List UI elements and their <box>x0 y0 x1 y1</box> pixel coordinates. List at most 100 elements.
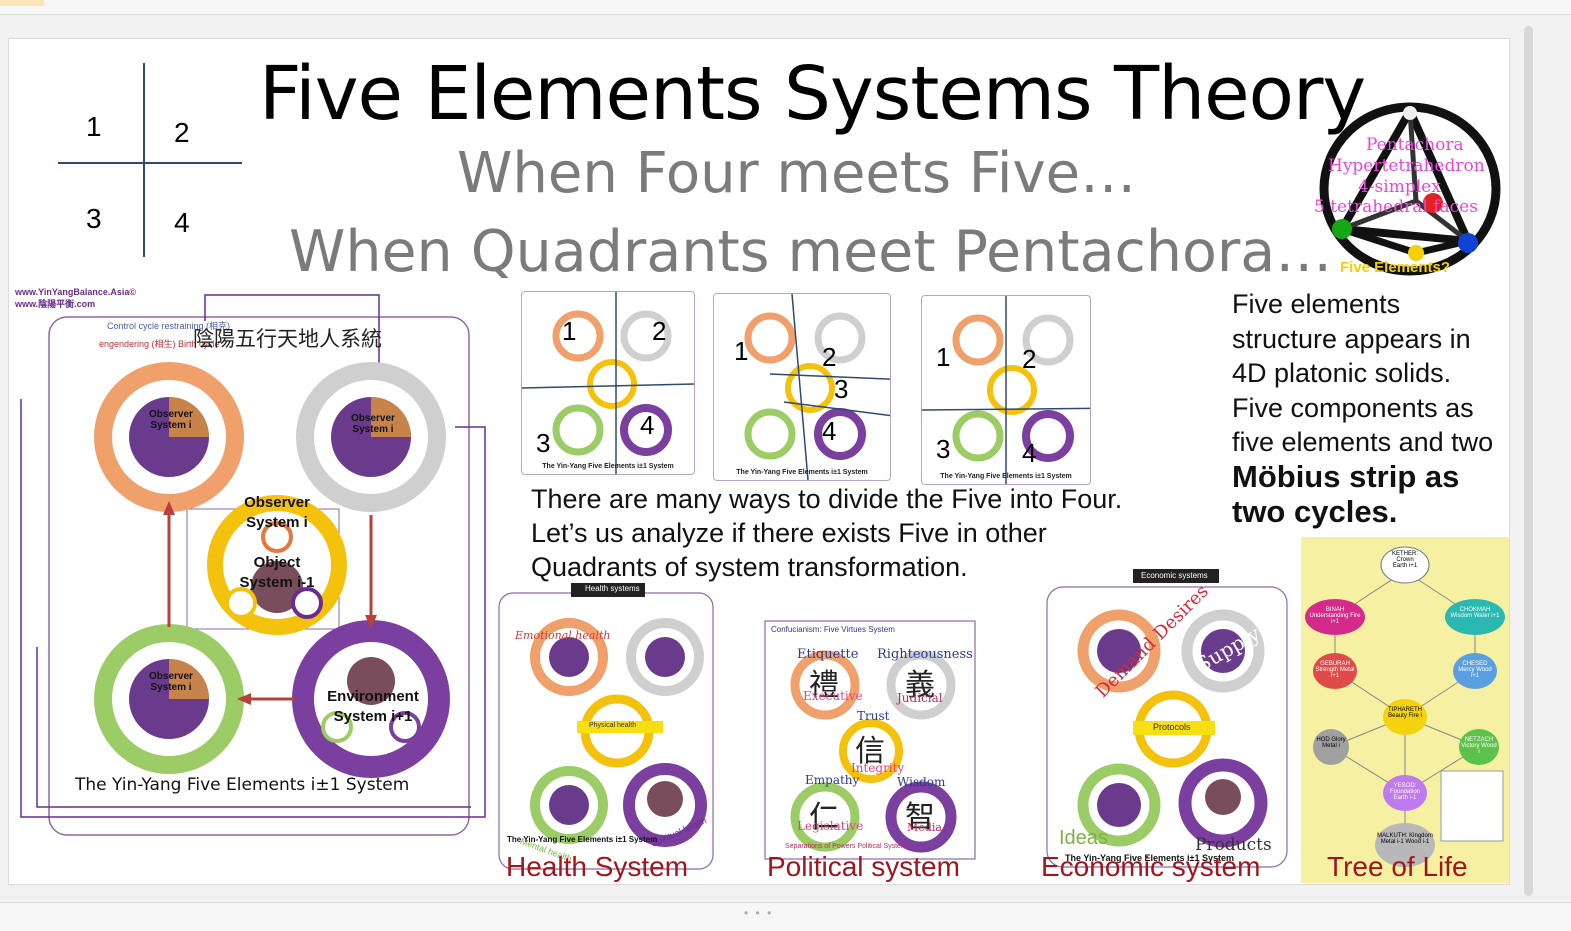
pentachora-label-1: Pentachora <box>1366 135 1464 155</box>
pentachora-image: Pentachora Hypertetrahedron 4-simplex 5 … <box>1312 101 1504 279</box>
tree-of-life-diagram: KETHER: Crown Earth i+1 BINAH Understand… <box>1301 537 1509 883</box>
political-system-diagram: 禮 義 信 仁 智 Confucianism: Five Virtues Sys… <box>747 591 987 871</box>
tree-malkuth: MALKUTH: Kingdom Metal i-1 Wood i-1 <box>1377 833 1433 845</box>
health-emotional-label: Emotional health <box>515 629 611 642</box>
economic-footer: The Yin-Yang Five Elements i±1 System <box>1065 853 1235 863</box>
caption-health-system: Health System <box>506 851 689 882</box>
observer-label-center: Observer System i <box>244 494 310 531</box>
mini-diagram-3: 1 2 3 4 The Yin-Yang Five Elements i±1 S… <box>921 295 1127 485</box>
mini-2-num-4: 4 <box>822 416 837 446</box>
mini-1-num-2: 2 <box>652 316 667 346</box>
slide-subtitle-2: When Quadrants meet Pentachora… <box>289 219 1333 285</box>
economic-system-diagram: Economic systems Demand Desires Supply P… <box>1027 565 1297 871</box>
mini-1-num-4: 4 <box>640 410 655 440</box>
center-text-line-1: There are many ways to divide the Five i… <box>531 484 1123 514</box>
political-system-graphic: 禮 義 信 仁 智 <box>764 620 976 860</box>
tree-geburah: GEBURAH Strength Metal i+1 <box>1315 661 1355 679</box>
slide-canvas: Five Elements Systems Theory When Four m… <box>8 38 1510 885</box>
mini-diagram-2-graphic <box>744 293 911 481</box>
observer-label-tl: Observer System i <box>149 409 193 431</box>
quadrant-number-1: 1 <box>86 111 102 142</box>
main-diagram-graphic <box>20 294 486 836</box>
mini-diagram-3-graphic <box>921 296 1127 484</box>
tree-chokmah: CHOKMAH Wisdom Water i+1 <box>1450 607 1500 619</box>
svg-text:信: 信 <box>855 734 885 769</box>
political-righteousness: Righteousness <box>877 647 973 662</box>
political-trust: Trust <box>857 709 890 723</box>
main-diagram-footer: The Yin-Yang Five Elements i±1 System <box>75 775 410 795</box>
quadrant-number-3: 3 <box>86 203 102 234</box>
mini-3-num-2: 2 <box>1022 344 1037 374</box>
environment-label: Environment System i+1 <box>327 688 419 725</box>
political-judicial: Judicial <box>897 691 943 705</box>
economic-system-graphic <box>1046 569 1288 868</box>
political-footer: Separations of Powers Political System <box>785 843 907 850</box>
mini-2-num-3: 3 <box>834 374 849 404</box>
mini-3-num-4: 4 <box>1022 438 1037 468</box>
tree-yesod: YESOD: Foundation Earth i-1 <box>1389 783 1421 801</box>
svg-text:義: 義 <box>905 668 935 703</box>
vertical-scrollbar[interactable] <box>1524 26 1533 896</box>
mini-2-num-1: 1 <box>734 336 749 366</box>
political-legislative: Legislative <box>797 819 864 833</box>
economic-protocols-label: Protocols <box>1153 722 1191 732</box>
tree-of-life-graphic <box>1305 546 1505 867</box>
mini-3-num-3: 3 <box>936 434 951 464</box>
mini-1-footer: The Yin-Yang Five Elements i±1 System <box>542 463 674 470</box>
main-legend-birth: engendering (相生) Birth cycle <box>99 339 220 349</box>
economic-top-label: Economic systems <box>1141 571 1208 580</box>
mini-diagram-2: 1 2 3 4 The Yin-Yang Five Elements i±1 S… <box>713 293 911 481</box>
caption-economic-system: Economic system <box>1041 851 1261 882</box>
observer-label-bl: Observer System i <box>149 671 193 693</box>
center-text-line-3: Quadrants of system transformation. <box>531 552 968 582</box>
pentachora-label-2: Hypertetrahedron <box>1328 156 1485 176</box>
quadrant-diagram: 1 2 3 4 <box>54 61 249 261</box>
caption-tree-of-life: Tree of Life <box>1327 851 1468 882</box>
main-site-label: www.YinYangBalance.Asia© <box>15 287 137 297</box>
economic-ideas-label: Ideas <box>1059 827 1108 849</box>
main-five-elements-diagram: www.YinYangBalance.Asia© www.陰陽平衡.com <box>15 287 505 837</box>
political-empathy: Empathy <box>805 773 860 787</box>
health-footer: The Yin-Yang Five Elements i±1 System <box>507 835 658 844</box>
mini-diagram-1-graphic <box>521 292 695 474</box>
tree-netzach: NETZACH Victory Wood i <box>1461 737 1497 755</box>
resize-grip-icon[interactable]: • • • <box>744 906 774 920</box>
political-media: Media <box>907 821 942 834</box>
object-label: Object System i-1 <box>239 554 315 591</box>
pentachora-label-3: 4-simplex <box>1358 177 1441 197</box>
political-wisdom: Wisdom <box>897 775 946 789</box>
side-description-text: Five elements structure appears in 4D pl… <box>1232 289 1494 457</box>
quadrant-cross <box>58 63 242 257</box>
center-text-line-2: Let’s us analyze if there exists Five in… <box>531 518 1047 548</box>
tab-chip[interactable] <box>0 0 44 6</box>
tree-kether: KETHER: Crown Earth i+1 <box>1391 551 1418 569</box>
bottom-bar <box>0 902 1571 931</box>
side-description: Five elements structure appears in 4D pl… <box>1232 287 1502 531</box>
svg-text:智: 智 <box>905 800 935 835</box>
quadrant-number-4: 4 <box>174 207 190 238</box>
mini-3-footer: The Yin-Yang Five Elements i±1 System <box>940 473 1072 480</box>
mini-1-num-3: 3 <box>536 428 551 458</box>
pentachora-label-4: 5 tetrahedral faces <box>1314 197 1478 217</box>
tree-tiphareth: TIPHARETH Beauty Fire i <box>1387 707 1422 719</box>
tree-chesed: CHESED Mercy Wood i+1 <box>1458 661 1492 679</box>
tree-binah: BINAH Understanding Fire i+1 <box>1309 607 1361 625</box>
browser-top-bar <box>0 0 1571 15</box>
observer-label-tr: Observer System i <box>351 413 395 435</box>
health-system-diagram: Health systems Emotional health Physical… <box>489 581 729 871</box>
mini-diagram-1: 1 2 3 4 The Yin-Yang Five Elements i±1 S… <box>521 291 695 475</box>
political-executive: Executive <box>803 689 863 703</box>
slide-subtitle-1: When Four meets Five… <box>457 141 1137 206</box>
political-header: Confucianism: Five Virtues System <box>771 625 895 634</box>
pentachora-label-5: Five Elements? <box>1340 259 1451 276</box>
mini-1-num-1: 1 <box>562 316 577 346</box>
health-top-label: Health systems <box>585 584 640 593</box>
mini-2-footer: The Yin-Yang Five Elements i±1 System <box>736 469 868 476</box>
main-legend-control: Control cycle restraining (相克) <box>107 321 231 331</box>
main-site-label-2: www.陰陽平衡.com <box>15 299 96 309</box>
mini-3-num-1: 1 <box>936 342 951 372</box>
main-chinese-title: 陰陽五行天地人系統 <box>193 327 382 351</box>
caption-political-system: Political system <box>767 851 960 882</box>
mini-2-num-2: 2 <box>822 342 837 372</box>
health-system-graphic <box>498 583 714 870</box>
